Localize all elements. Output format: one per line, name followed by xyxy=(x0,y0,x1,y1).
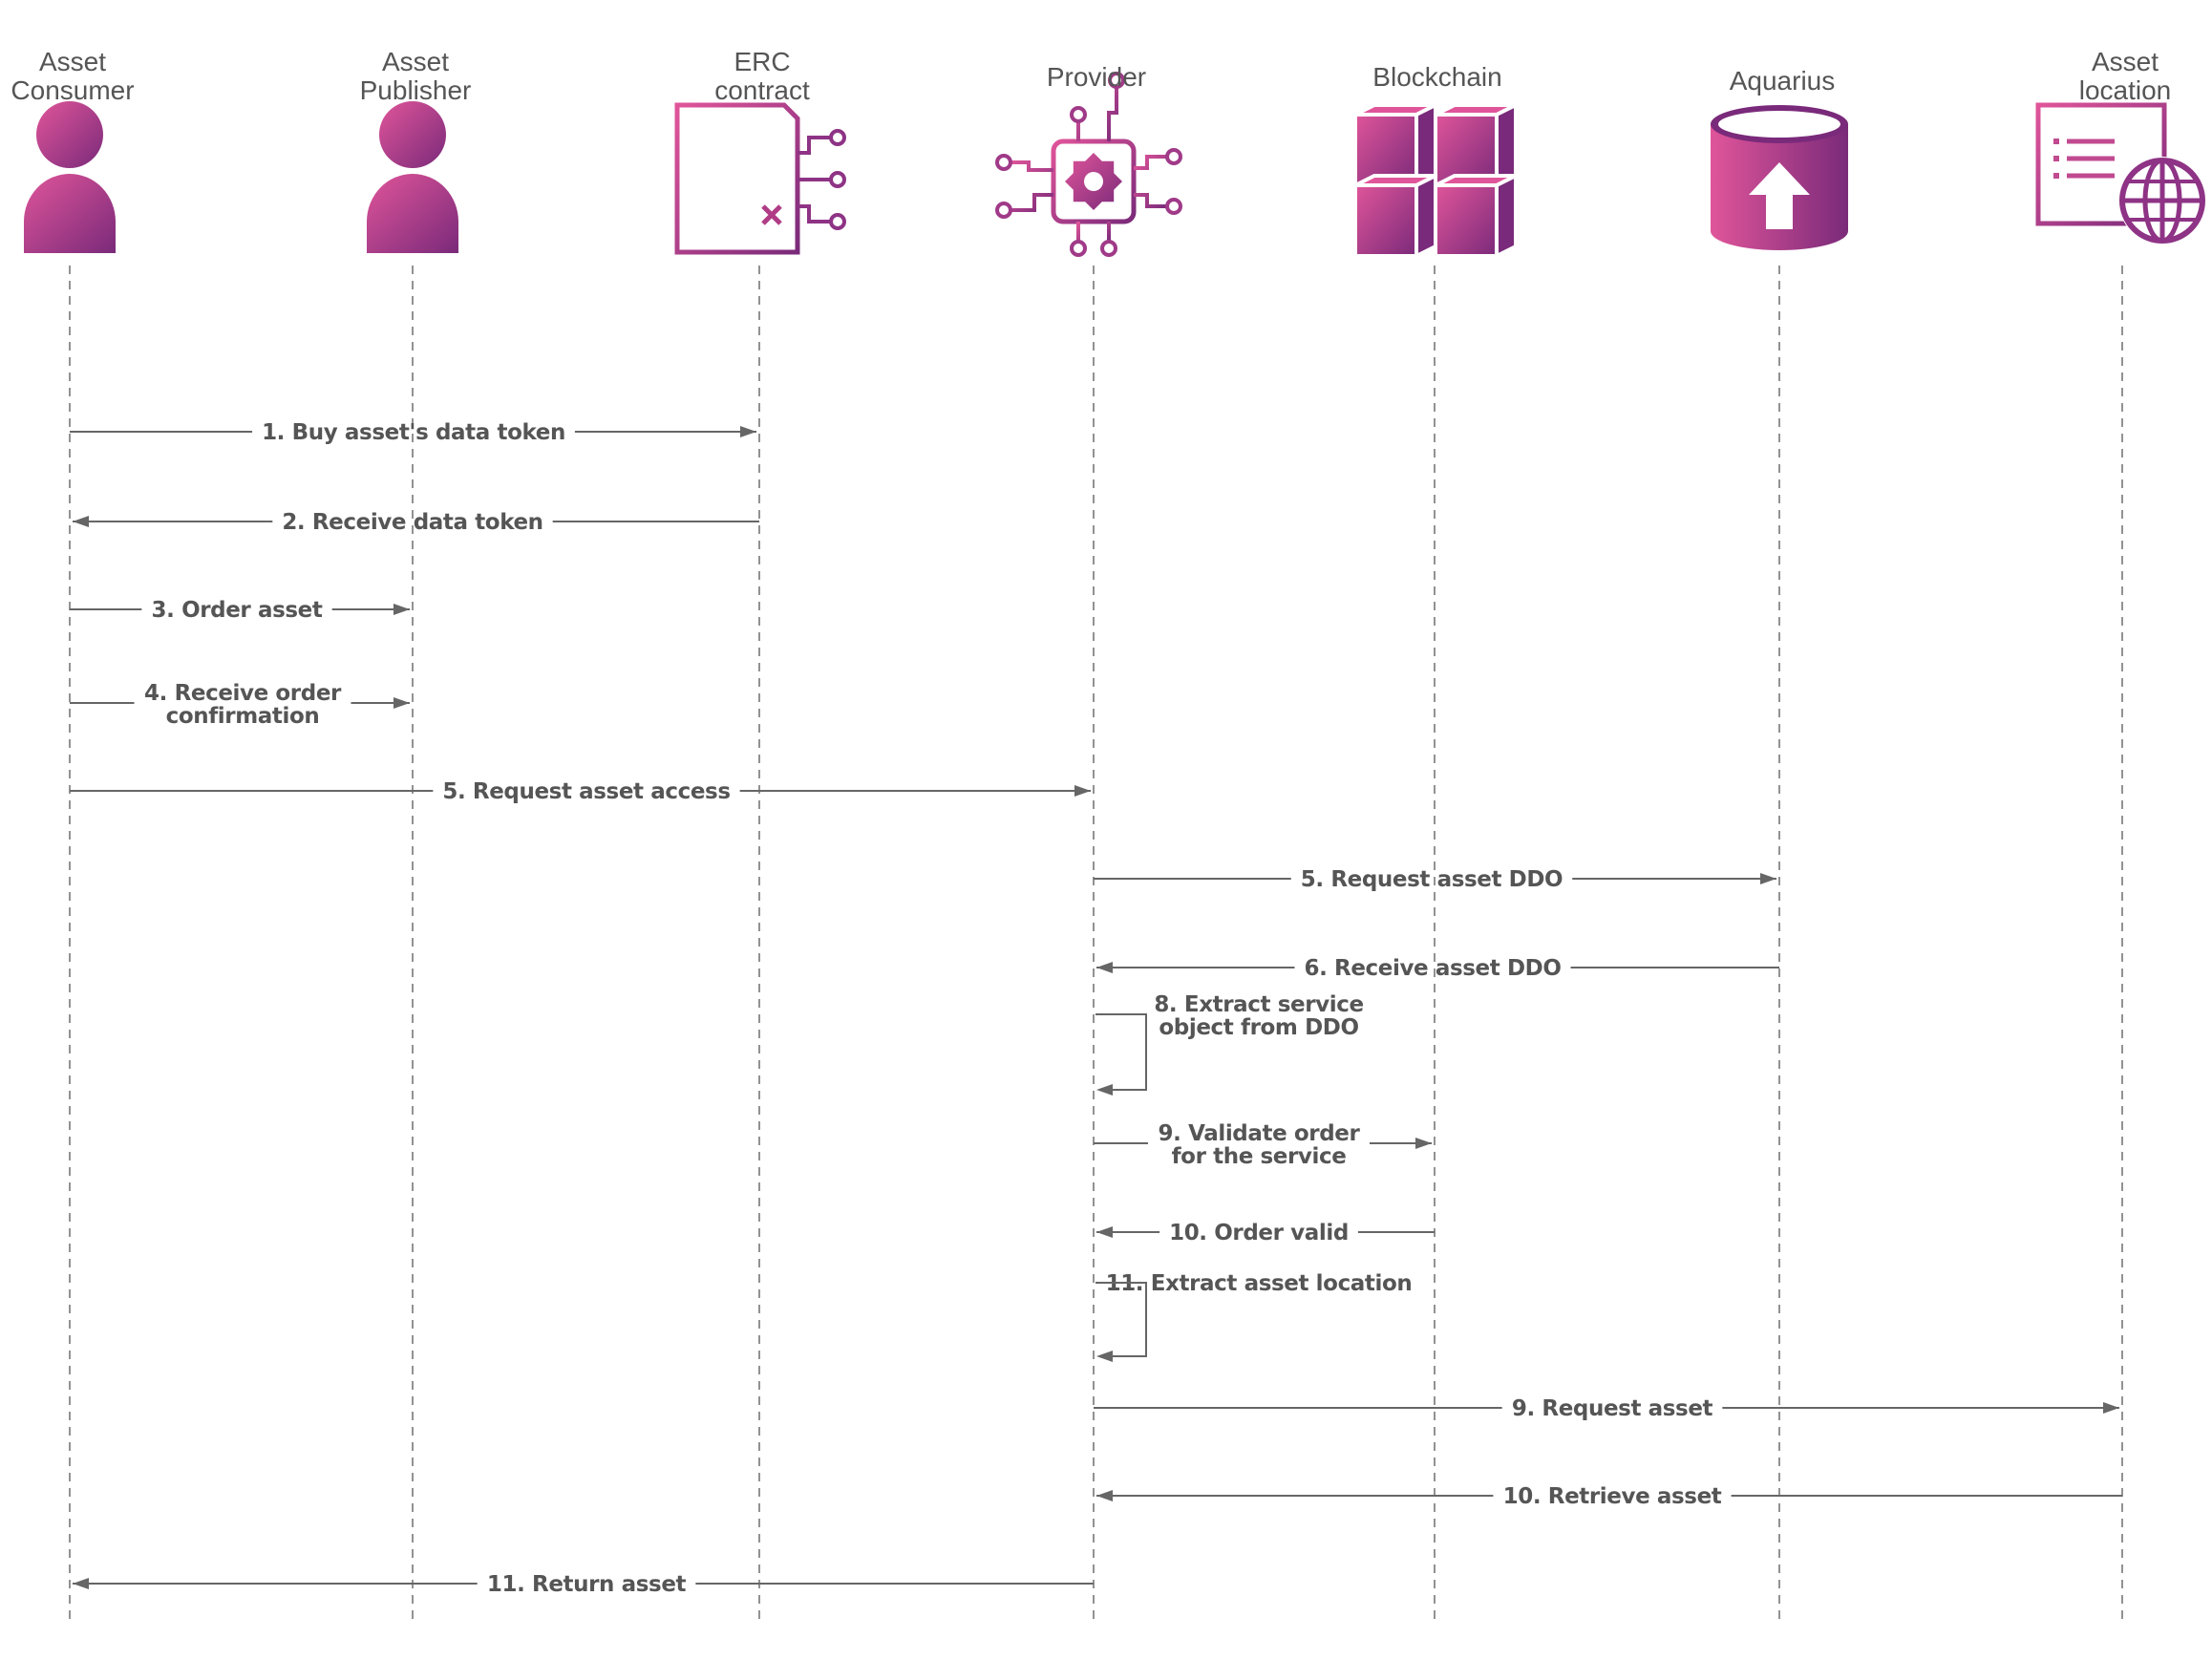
message-12: 9. Request asset xyxy=(1094,1396,2119,1421)
message-label-line: 1. Buy asset's data token xyxy=(262,420,565,445)
lifelines xyxy=(69,266,2123,1624)
message-14: 11. Return asset xyxy=(73,1572,1094,1597)
arrowhead xyxy=(393,604,410,615)
message-6: 5. Request asset DDO xyxy=(1094,867,1776,892)
actor-label-line: Blockchain xyxy=(1372,62,1501,92)
message-label: 10. Order valid xyxy=(1169,1221,1349,1245)
actor-icons xyxy=(24,72,2206,260)
actor-label-line: Asset xyxy=(382,47,449,76)
message-label-line: 4. Receive order xyxy=(144,681,342,706)
message-label: 11. Extract asset location xyxy=(1106,1271,1413,1296)
message-label: 9. Request asset xyxy=(1512,1396,1713,1421)
self-loop-line xyxy=(1095,1013,1147,1091)
messages: 1. Buy asset's data token 2. Receive data… xyxy=(70,420,2122,1597)
actor-label-line: Publisher xyxy=(360,75,472,105)
arrowhead xyxy=(1096,962,1113,973)
message-label-line: 9. Request asset xyxy=(1512,1396,1713,1421)
message-label-line: 2. Receive data token xyxy=(282,510,542,535)
message-label-line: 10. Retrieve asset xyxy=(1503,1484,1722,1509)
message-label-line: confirmation xyxy=(166,704,320,729)
actor-label-blockchain: Blockchain xyxy=(1372,62,1501,92)
message-3: 3. Order asset xyxy=(70,598,410,623)
arrowhead xyxy=(73,1578,89,1589)
arrowhead xyxy=(393,697,410,709)
actor-label-line: ERC xyxy=(734,47,790,76)
message-label-line: 6. Receive asset DDO xyxy=(1304,956,1561,981)
message-label-line: 10. Order valid xyxy=(1169,1221,1349,1245)
arrowhead xyxy=(1074,785,1091,797)
message-5: 5. Request asset access xyxy=(70,779,1091,804)
blockchain-cubes-icon xyxy=(1353,101,1518,260)
contract-icon xyxy=(674,102,846,255)
arrowhead xyxy=(1096,1351,1113,1362)
actor-label-provider: Provider xyxy=(1047,62,1146,92)
message-label: 3. Order asset xyxy=(152,598,323,623)
message-7: 6. Receive asset DDO xyxy=(1096,956,1779,981)
web-page-globe-icon xyxy=(2035,102,2206,245)
arrowhead xyxy=(1096,1490,1113,1501)
person-icon xyxy=(24,101,116,253)
actor-label-line: Asset xyxy=(2092,47,2159,76)
actor-label-line: Consumer xyxy=(11,75,134,105)
message-label: 6. Receive asset DDO xyxy=(1304,956,1561,981)
actor-label-line: Asset xyxy=(39,47,106,76)
message-label-line: 8. Extract service xyxy=(1154,992,1363,1017)
arrowhead xyxy=(2103,1402,2119,1414)
message-label: 5. Request asset access xyxy=(442,779,730,804)
provider-chip-icon xyxy=(995,72,1182,257)
message-2: 2. Receive data token xyxy=(73,510,759,535)
message-label-line: for the service xyxy=(1172,1144,1347,1169)
actor-label-line: Aquarius xyxy=(1730,66,1836,96)
message-11: 11. Extract asset location xyxy=(1095,1271,1413,1362)
message-label: 2. Receive data token xyxy=(282,510,542,535)
message-label-line: 9. Validate order xyxy=(1159,1121,1361,1146)
message-label-line: 11. Return asset xyxy=(487,1572,687,1597)
actor-label-line: contract xyxy=(714,75,810,105)
arrowhead xyxy=(73,516,89,527)
arrowhead xyxy=(1096,1226,1113,1238)
message-label: 5. Request asset DDO xyxy=(1301,867,1563,892)
message-label-line: object from DDO xyxy=(1159,1015,1358,1040)
message-10: 10. Order valid xyxy=(1096,1221,1435,1245)
arrowhead xyxy=(1415,1138,1432,1149)
actor-label-aquarius: Aquarius xyxy=(1730,66,1836,96)
message-1: 1. Buy asset's data token xyxy=(70,420,756,445)
message-label: 11. Return asset xyxy=(487,1572,687,1597)
person-icon xyxy=(367,101,458,253)
database-upload-icon xyxy=(1711,105,1848,250)
message-label-line: 3. Order asset xyxy=(152,598,323,623)
actor-label-line: Provider xyxy=(1047,62,1146,92)
message-label: 10. Retrieve asset xyxy=(1503,1484,1722,1509)
message-label-line: 11. Extract asset location xyxy=(1106,1271,1413,1296)
message-label-line: 5. Request asset DDO xyxy=(1301,867,1563,892)
message-13: 10. Retrieve asset xyxy=(1096,1484,2122,1509)
message-label: 1. Buy asset's data token xyxy=(262,420,565,445)
self-loop-line xyxy=(1095,1282,1147,1357)
message-label-line: 5. Request asset access xyxy=(442,779,730,804)
arrowhead xyxy=(740,426,756,437)
actor-label-line: location xyxy=(2079,75,2172,105)
arrowhead xyxy=(1760,873,1776,884)
arrowhead xyxy=(1096,1084,1113,1096)
